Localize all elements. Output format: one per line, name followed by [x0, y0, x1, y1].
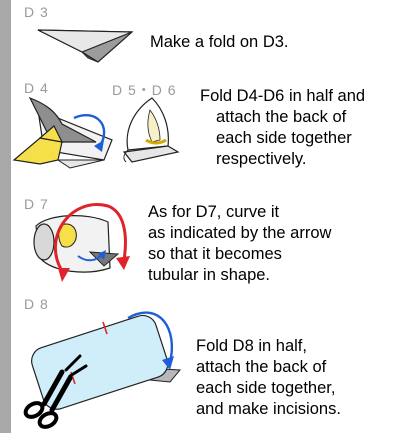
instruction-line: tubular in shape.: [148, 266, 271, 284]
step-label-d5-d6: D 5・D 6: [112, 82, 177, 98]
instruction-line: Fold D4-D6 in half and: [200, 87, 366, 105]
step-d4-d6-instructions: Fold D4-D6 in half and attach the back o…: [200, 86, 365, 170]
step-label-d3: D 3: [24, 4, 49, 20]
left-margin-bar: [0, 0, 11, 433]
instruction-line: respectively.: [216, 150, 307, 168]
instruction-line: attach the back of: [216, 108, 347, 126]
instruction-line: Fold D8 in half,: [196, 337, 307, 355]
step-d3-instructions: Make a fold on D3.: [150, 32, 289, 53]
instruction-line: each side together: [216, 129, 352, 147]
step-label-d8: D 8: [24, 296, 49, 312]
curved-arrow-icon: [53, 203, 127, 275]
step-label-d4: D 4: [24, 80, 49, 96]
step-d8-instructions: Fold D8 in half, attach the back of each…: [196, 336, 341, 420]
instruction-line: Make a fold on D3.: [150, 33, 289, 51]
curved-arrow-icon: [73, 113, 106, 147]
scissors-icon: [23, 354, 88, 429]
instruction-line: as indicated by the arrow: [148, 224, 332, 242]
step-label-d7: D 7: [24, 196, 49, 212]
curved-arrow-icon: [127, 311, 174, 363]
instruction-line: As for D7, curve it: [148, 203, 280, 221]
step-d7-instructions: As for D7, curve it as indicated by the …: [148, 202, 331, 286]
instruction-line: and make incisions.: [196, 400, 341, 418]
instruction-line: so that it becomes: [148, 245, 282, 263]
instruction-line: attach the back of: [196, 358, 327, 376]
instruction-line: each side together,: [196, 379, 336, 397]
